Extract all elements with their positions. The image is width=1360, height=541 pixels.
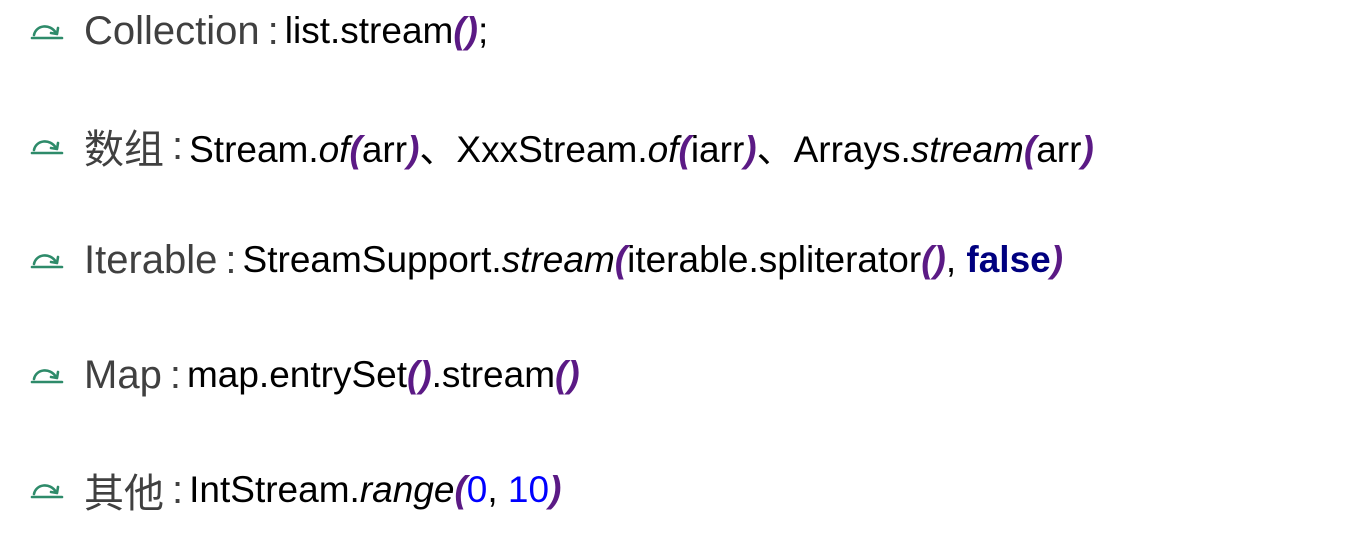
code-token: map.entrySet <box>186 354 407 395</box>
item-code: map.entrySet().stream() <box>187 354 580 396</box>
code-token: ( <box>678 129 691 170</box>
code-token: 、 <box>419 129 457 170</box>
item-separator: : <box>172 123 184 168</box>
code-token: arr <box>361 129 408 170</box>
code-token: arr <box>1036 129 1082 170</box>
curved-arrow-bullet-icon <box>30 369 64 384</box>
item-separator: : <box>172 467 184 512</box>
curved-arrow-bullet-icon <box>30 484 64 499</box>
curved-arrow-bullet-icon <box>30 25 64 40</box>
code-token: 、 <box>756 129 794 170</box>
code-token: () <box>407 354 432 395</box>
code-token: ; <box>478 10 489 51</box>
code-token: ) <box>407 129 420 170</box>
code-token: of <box>318 129 350 170</box>
item-label: Iterable <box>84 237 218 282</box>
code-token: list.stream <box>284 10 454 51</box>
code-token: range <box>359 469 455 510</box>
code-token: ( <box>349 129 362 170</box>
code-token: of <box>647 129 679 170</box>
bullet-item-array: 数组 : Stream.of(arr)、XxxStream.of(iarr)、A… <box>30 119 1094 173</box>
item-separator: : <box>225 237 237 282</box>
code-token: ) <box>1081 129 1094 170</box>
bullet-item-collection: Collection : list.stream(); <box>30 6 488 56</box>
bullet-item-map: Map : map.entrySet().stream() <box>30 350 580 400</box>
code-token: , <box>945 239 967 280</box>
code-token: ) <box>1050 239 1064 280</box>
code-token: ) <box>744 129 757 170</box>
code-token: Stream. <box>189 129 319 170</box>
code-token: stream <box>910 129 1024 170</box>
curved-arrow-bullet-icon <box>30 254 64 269</box>
item-code: list.stream(); <box>285 10 489 52</box>
item-separator: : <box>267 8 279 53</box>
item-label: Map <box>84 352 162 397</box>
code-token: 0 <box>466 469 488 510</box>
code-token: ( <box>1023 129 1037 170</box>
code-token: () <box>555 354 580 395</box>
item-separator: : <box>169 352 181 397</box>
item-code: IntStream.range(0, 10) <box>189 469 561 511</box>
code-token: iarr <box>690 129 745 170</box>
code-token: () <box>921 239 946 280</box>
item-code: StreamSupport.stream(iterable.spliterato… <box>243 239 1064 281</box>
code-token: .stream <box>431 354 556 395</box>
code-token: StreamSupport. <box>242 239 502 280</box>
bullet-item-other: 其他 : IntStream.range(0, 10) <box>30 465 561 516</box>
code-token: , <box>487 469 508 510</box>
code-token: IntStream. <box>189 469 360 510</box>
code-token: stream <box>501 239 615 280</box>
code-token: ( <box>614 239 628 280</box>
item-code: Stream.of(arr)、XxxStream.of(iarr)、Arrays… <box>189 119 1094 173</box>
item-label: 数组 <box>84 128 164 172</box>
item-label: Collection <box>84 8 260 53</box>
code-token: Arrays. <box>793 129 911 170</box>
bullet-item-iterable: Iterable : StreamSupport.stream(iterable… <box>30 235 1063 285</box>
item-label: 其他 <box>84 472 164 516</box>
curved-arrow-bullet-icon <box>30 140 64 155</box>
code-token: XxxStream. <box>456 129 648 170</box>
code-token: 10 <box>507 469 550 510</box>
code-token: ) <box>549 469 562 510</box>
code-token: false <box>966 239 1051 280</box>
code-token: ( <box>454 469 467 510</box>
code-token: () <box>453 10 479 51</box>
code-token: iterable.spliterator <box>627 239 922 280</box>
